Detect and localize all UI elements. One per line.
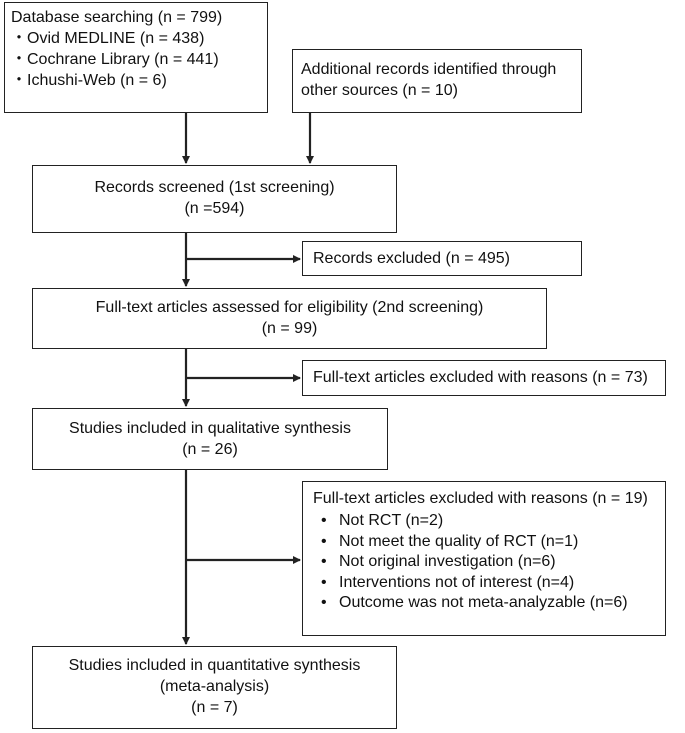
- records-excluded-label: Records excluded (n = 495): [313, 250, 510, 267]
- additional-records-line2: other sources (n = 10): [301, 82, 458, 99]
- fulltext-assessed-box: Full-text articles assessed for eligibil…: [32, 288, 547, 349]
- additional-records-line1: Additional records identified through: [301, 61, 557, 78]
- fulltext-excluded-73-label: Full-text articles excluded with reasons…: [313, 369, 648, 386]
- exclusion-reason-item: Not meet the quality of RCT (n=1): [313, 532, 655, 553]
- exclusion-reason-item: Not RCT (n=2): [313, 511, 655, 532]
- database-searching-box: Database searching (n = 799) ・Ovid MEDLI…: [4, 2, 268, 113]
- records-screened-line1: Records screened (1st screening): [94, 179, 335, 196]
- fulltext-excluded-19-box: Full-text articles excluded with reasons…: [302, 481, 666, 636]
- database-source-cochrane: ・Cochrane Library (n = 441): [11, 51, 219, 68]
- quantitative-synthesis-line2: (meta-analysis): [159, 678, 270, 695]
- fulltext-excluded-73-box: Full-text articles excluded with reasons…: [302, 360, 666, 396]
- quantitative-synthesis-line3: (n = 7): [191, 699, 238, 716]
- qualitative-synthesis-line2: (n = 26): [182, 441, 238, 458]
- qualitative-synthesis-box: Studies included in qualitative synthesi…: [32, 408, 388, 470]
- fulltext-assessed-line2: (n = 99): [261, 320, 318, 337]
- quantitative-synthesis-line1: Studies included in quantitative synthes…: [68, 657, 361, 674]
- records-screened-box: Records screened (1st screening) (n =594…: [32, 165, 397, 233]
- exclusion-reason-item: Outcome was not meta-analyzable (n=6): [313, 593, 655, 614]
- qualitative-synthesis-line1: Studies included in qualitative synthesi…: [69, 420, 351, 437]
- fulltext-excluded-19-title: Full-text articles excluded with reasons…: [313, 490, 648, 507]
- exclusion-reason-item: Not original investigation (n=6): [313, 552, 655, 573]
- exclusion-reason-item: Interventions not of interest (n=4): [313, 573, 655, 594]
- additional-records-box: Additional records identified through ot…: [292, 49, 582, 113]
- database-source-ichushi: ・Ichushi-Web (n = 6): [11, 72, 167, 89]
- database-searching-title: Database searching (n = 799): [11, 9, 223, 26]
- records-excluded-box: Records excluded (n = 495): [302, 241, 582, 276]
- quantitative-synthesis-box: Studies included in quantitative synthes…: [32, 646, 397, 729]
- database-source-ovid: ・Ovid MEDLINE (n = 438): [11, 30, 205, 47]
- exclusion-reasons-list: Not RCT (n=2) Not meet the quality of RC…: [313, 511, 655, 614]
- fulltext-assessed-line1: Full-text articles assessed for eligibil…: [95, 299, 484, 316]
- records-screened-line2: (n =594): [184, 200, 245, 217]
